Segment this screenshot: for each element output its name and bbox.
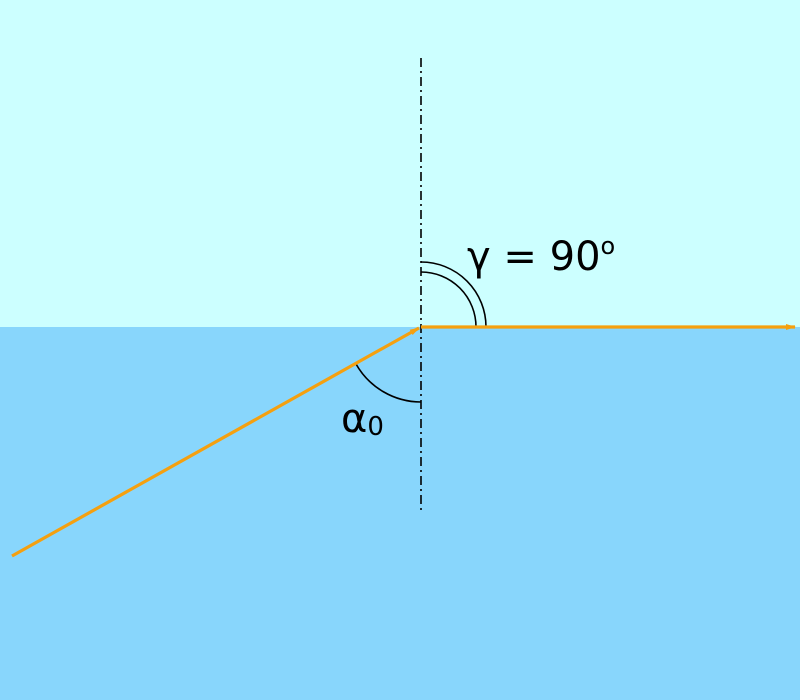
gamma-unit: o: [601, 232, 616, 260]
gamma-angle-arc-outer: [420, 261, 487, 328]
upper-medium: [0, 0, 800, 327]
gamma-angle-arc-inner: [420, 271, 477, 328]
alpha-symbol: α: [341, 396, 367, 442]
alpha-angle-arc: [355, 363, 422, 403]
lower-medium: [0, 327, 800, 700]
incident-ray: [11, 326, 420, 558]
gamma-value: = 90: [491, 234, 601, 280]
gamma-label: γ = 90o: [467, 232, 615, 280]
alpha-subscript: 0: [367, 412, 384, 442]
alpha-label: α0: [341, 396, 384, 442]
gamma-symbol: γ: [467, 234, 491, 280]
